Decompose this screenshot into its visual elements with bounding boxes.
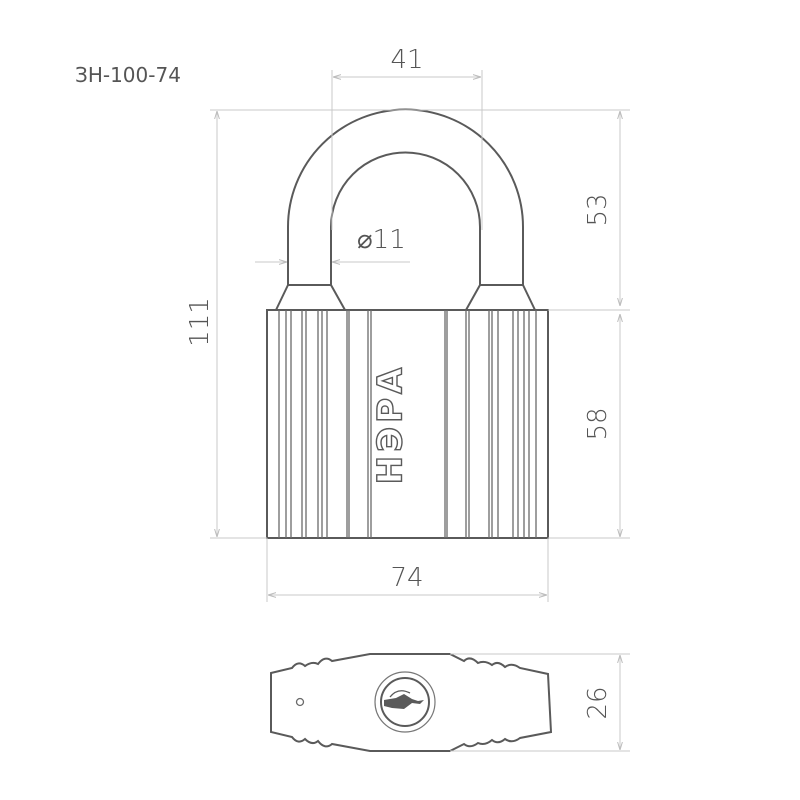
keyhole-cylinder: [380, 677, 430, 727]
shackle: [275, 108, 536, 311]
keyhole-icon: [384, 694, 424, 709]
svg-text:111: 111: [185, 297, 215, 347]
bottom-view: 26: [270, 653, 630, 752]
dim-body-width: 74: [266, 538, 549, 602]
lock-body: НЭРА: [266, 309, 549, 539]
dim-total-height: 111: [185, 109, 630, 539]
svg-text:⌀11: ⌀11: [357, 225, 406, 255]
brand-logo: НЭРА: [371, 364, 411, 485]
dim-shackle-width: 41: [331, 45, 483, 230]
svg-text:26: 26: [583, 686, 613, 719]
svg-text:58: 58: [583, 407, 613, 440]
svg-text:53: 53: [583, 193, 613, 226]
dim-right-heights: 53 58: [548, 111, 630, 539]
hole-icon: [295, 697, 305, 707]
svg-text:41: 41: [390, 45, 423, 75]
model-label: ЗН-100-74: [75, 63, 181, 87]
svg-text:74: 74: [390, 563, 423, 593]
dim-shackle-diameter: ⌀11: [255, 225, 410, 262]
